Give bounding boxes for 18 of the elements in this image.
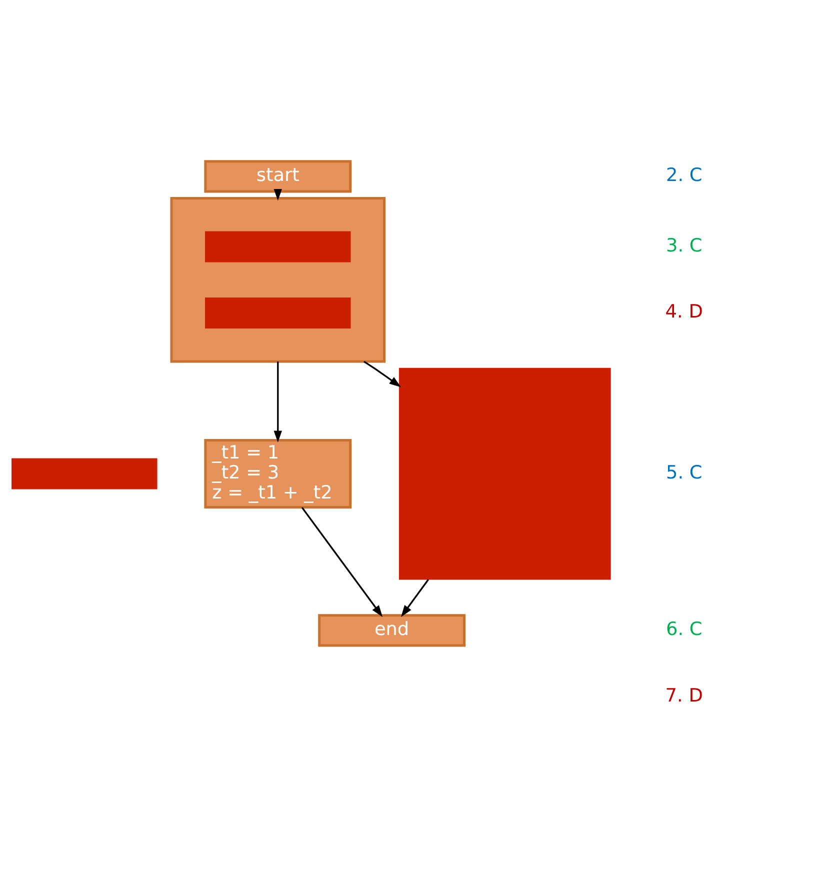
arrow	[274, 189, 282, 201]
arrow	[274, 362, 282, 443]
label: 3. C	[666, 235, 702, 256]
arrow	[400, 578, 430, 617]
node-box	[398, 368, 611, 580]
node-box: end	[318, 614, 466, 647]
node-bar	[205, 297, 351, 328]
node-bar	[205, 231, 351, 262]
arrow	[301, 506, 383, 618]
label: 7. D	[665, 685, 703, 706]
arrow	[364, 360, 402, 388]
label: 6. C	[666, 619, 702, 640]
label: 5. C	[666, 462, 702, 484]
label: 2. C	[666, 165, 702, 186]
label: 4. D	[665, 302, 703, 323]
node-box: _t1 = 1 _t2 = 3 z = _t1 + _t2	[204, 439, 352, 509]
node-bar	[12, 458, 158, 490]
cluster	[170, 196, 386, 363]
